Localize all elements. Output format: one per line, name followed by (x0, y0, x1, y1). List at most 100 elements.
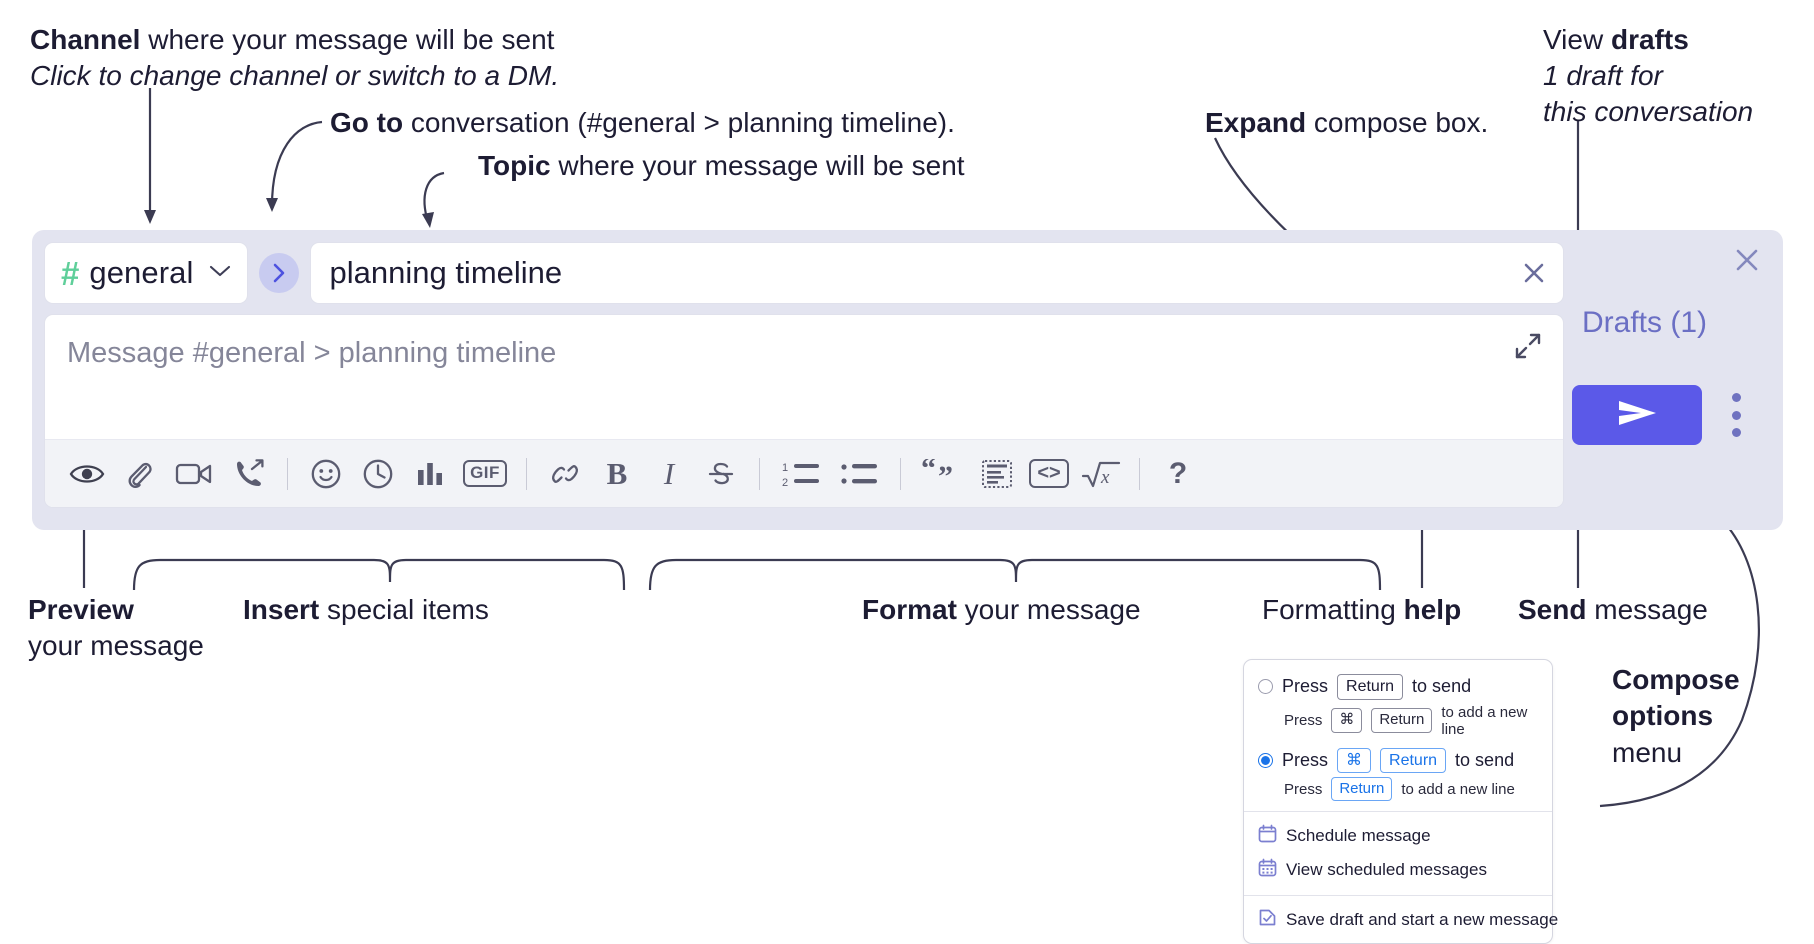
send-paper-plane-icon (1613, 396, 1661, 435)
blockquote-icon[interactable]: “ ” (913, 448, 971, 500)
clock-icon[interactable] (352, 448, 404, 500)
calendar-list-icon (1258, 858, 1277, 882)
key-return: Return (1380, 747, 1447, 774)
goto-conversation-button[interactable] (259, 253, 300, 293)
annotation-expand-strong: Expand (1205, 107, 1307, 138)
annotation-goto-strong: Go to (330, 107, 404, 138)
send-button[interactable] (1572, 385, 1702, 445)
option2-post: to send (1455, 749, 1515, 770)
menu-item-schedule-message[interactable]: Schedule message (1244, 819, 1552, 853)
close-icon[interactable] (1519, 258, 1549, 288)
video-camera-icon[interactable] (165, 448, 223, 500)
annotation-topic: Topic where your message will be sent (478, 148, 965, 184)
kebab-dot (1731, 393, 1741, 402)
annotation-insert-strong: Insert (243, 594, 320, 625)
menu-item-label: View scheduled messages (1286, 860, 1487, 880)
italic-icon[interactable]: I (643, 448, 695, 500)
menu-item-view-scheduled-messages[interactable]: View scheduled messages (1244, 853, 1552, 887)
link-icon[interactable] (539, 448, 591, 500)
annotation-insert: Insert special items (243, 592, 489, 628)
channel-name: general (89, 255, 194, 290)
annotation-drafts-lead: View (1543, 24, 1611, 55)
chevron-right-icon (270, 262, 288, 284)
help-icon[interactable]: ? (1152, 448, 1204, 500)
annotation-compose-options-rest: menu (1612, 736, 1683, 768)
annotation-channel-rest: where your message will be sent (140, 24, 555, 55)
menu-divider (1244, 895, 1552, 897)
key-command: ⌘ (1337, 747, 1372, 774)
annotation-help-strong: help (1403, 594, 1462, 625)
toolbar-divider (526, 457, 527, 490)
svg-text:”: ” (938, 460, 953, 489)
ordered-list-icon[interactable]: 1 2 (772, 448, 830, 500)
formatting-toolbar: GIF B I (45, 439, 1563, 507)
option1-hint-post: to add a new line (1441, 703, 1528, 738)
annotation-expand-rest: compose box. (1306, 107, 1489, 138)
send-option-cmd-return-hint: Press Return to add a new line (1244, 775, 1552, 803)
strikethrough-icon[interactable] (695, 448, 747, 500)
svg-text:1: 1 (782, 462, 788, 474)
bulleted-list-icon[interactable] (830, 448, 888, 500)
annotation-send-rest: message (1586, 594, 1708, 625)
annotation-compose-options: Compose options menu (1612, 662, 1740, 771)
smiley-icon[interactable] (300, 448, 352, 500)
annotation-drafts-sub2: this conversation (1543, 95, 1754, 127)
annotation-goto: Go to conversation (#general > planning … (330, 105, 955, 141)
bar-chart-icon[interactable] (404, 448, 456, 500)
topic-input[interactable]: planning timeline (329, 255, 563, 290)
toolbar-divider (287, 457, 288, 490)
svg-text:“: “ (921, 459, 936, 485)
compose-options-button[interactable] (1722, 393, 1750, 437)
annotation-preview-strong: Preview (28, 594, 134, 625)
inline-code-icon[interactable]: <> (1023, 448, 1075, 500)
annotation-compose-options-strong2: options (1612, 700, 1714, 732)
expand-icon[interactable] (1511, 329, 1545, 368)
key-return: Return (1337, 674, 1404, 700)
radio-unselected-icon[interactable] (1258, 679, 1273, 695)
annotation-expand: Expand compose box. (1205, 105, 1488, 141)
annotation-compose-options-strong1: Compose (1612, 664, 1740, 695)
option1-hint-pre: Press (1284, 712, 1323, 730)
italic-label: I (663, 455, 675, 491)
annotation-drafts-strong: drafts (1610, 24, 1689, 55)
annotation-channel-strong: Channel (30, 24, 141, 55)
hash-icon: # (61, 254, 80, 292)
code-block-icon[interactable] (971, 448, 1023, 500)
send-option-return[interactable]: Press Return to send (1244, 672, 1552, 702)
message-input-area[interactable]: Message #general > planning timeline (44, 314, 1564, 508)
annotation-preview-sub: your message (28, 629, 204, 661)
paperclip-icon[interactable] (113, 448, 165, 500)
channel-selector[interactable]: # general (44, 242, 249, 304)
menu-item-save-draft[interactable]: Save draft and start a new message (1244, 903, 1558, 937)
key-return: Return (1371, 708, 1433, 733)
topic-field[interactable]: planning timeline (310, 242, 1564, 304)
annotation-send-strong: Send (1518, 594, 1587, 625)
annotation-topic-rest: where your message will be sent (550, 150, 965, 181)
annotation-preview: Preview your message (28, 592, 204, 664)
key-return: Return (1331, 777, 1393, 802)
annotation-channel-sub: Click to change channel or switch to a D… (30, 59, 560, 91)
annotation-help-lead: Formatting (1262, 594, 1404, 625)
menu-divider (1244, 811, 1552, 813)
message-placeholder: Message #general > planning timeline (67, 337, 557, 369)
annotation-topic-strong: Topic (478, 150, 551, 181)
close-icon[interactable] (1731, 244, 1763, 281)
compose-right-rail: Drafts (1) (1564, 230, 1783, 530)
eye-icon[interactable] (61, 448, 113, 500)
annotation-goto-rest: conversation (#general > planning timeli… (403, 107, 955, 138)
inline-code-label: <> (1029, 459, 1069, 488)
radio-selected-icon[interactable] (1258, 752, 1273, 768)
bold-icon[interactable]: B (591, 448, 643, 500)
kebab-dot (1731, 428, 1741, 437)
save-draft-icon (1258, 908, 1277, 932)
send-option-return-hint: Press ⌘ Return to add a new line (1244, 702, 1552, 740)
bold-label: B (606, 455, 628, 491)
drafts-link[interactable]: Drafts (1) (1582, 306, 1708, 339)
gif-icon[interactable]: GIF (456, 448, 514, 500)
math-icon[interactable]: x (1075, 448, 1127, 500)
annotation-format-rest: your message (956, 594, 1141, 625)
send-option-cmd-return[interactable]: Press ⌘ Return to send (1244, 746, 1552, 776)
phone-forward-icon[interactable] (223, 448, 275, 500)
annotation-format-strong: Format (862, 594, 957, 625)
